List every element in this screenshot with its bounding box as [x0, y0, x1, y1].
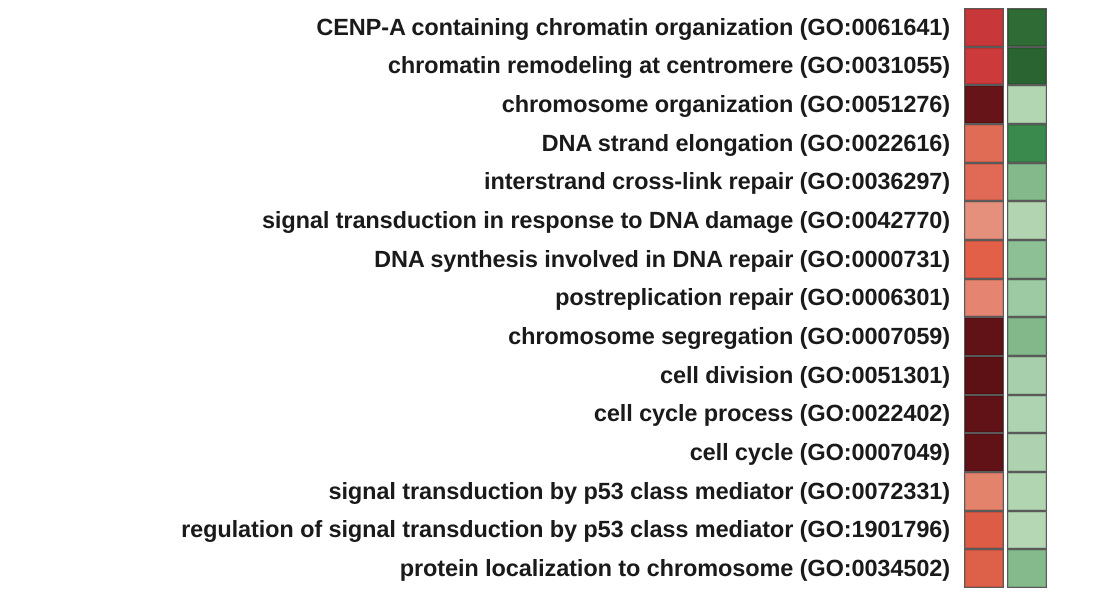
heatmap-row — [962, 317, 1048, 357]
heatmap-row — [962, 8, 1048, 47]
heatmap-cell-column-2-green — [1006, 85, 1047, 125]
go-term-label: CENP-A containing chromatin organization… — [316, 13, 950, 40]
heatmap-row — [962, 46, 1048, 86]
heatmap-cell-column-1-red — [963, 85, 1004, 125]
heatmap-cell-column-2-green — [1006, 433, 1047, 473]
go-term-row: postreplication repair (GO:0006301) — [0, 279, 950, 318]
heatmap-row — [962, 278, 1048, 318]
go-term-label: cell cycle (GO:0007049) — [689, 438, 950, 465]
go-term-row: DNA synthesis involved in DNA repair (GO… — [0, 240, 950, 279]
go-term-row: chromatin remodeling at centromere (GO:0… — [0, 47, 950, 86]
heatmap-cell-column-2-green — [1006, 46, 1047, 86]
heatmap-cell-column-2-green — [1006, 317, 1047, 357]
heatmap-cell-column-2-green — [1006, 8, 1047, 47]
heatmap-cell-column-1-red — [963, 472, 1004, 511]
heatmap-cell-column-1-red — [963, 201, 1004, 241]
heatmap-cell-column-2-green — [1006, 394, 1047, 434]
heatmap-cell-column-1-red — [963, 356, 1004, 395]
heatmap-row — [962, 124, 1048, 163]
heatmap-cell-column-2-green — [1006, 472, 1047, 511]
go-term-row: interstrand cross-link repair (GO:003629… — [0, 163, 950, 202]
go-term-label: postreplication repair (GO:0006301) — [555, 284, 950, 311]
heatmap-row — [962, 510, 1048, 550]
go-term-label: regulation of signal transduction by p53… — [181, 516, 950, 543]
go-term-label: DNA synthesis involved in DNA repair (GO… — [374, 245, 950, 272]
heatmap-cell-column-1-red — [963, 124, 1004, 163]
go-term-label: cell division (GO:0051301) — [660, 361, 950, 388]
heatmap-cell-column-2-green — [1006, 201, 1047, 241]
heatmap-cell-column-1-red — [963, 510, 1004, 550]
heatmap-row — [962, 240, 1048, 279]
heatmap-cell-column-1-red — [963, 162, 1004, 202]
go-term-row: cell cycle process (GO:0022402) — [0, 395, 950, 434]
go-term-row: protein localization to chromosome (GO:0… — [0, 549, 950, 588]
go-term-row: chromosome segregation (GO:0007059) — [0, 317, 950, 356]
heatmap-cell-column-1-red — [963, 46, 1004, 86]
go-term-label: cell cycle process (GO:0022402) — [593, 400, 950, 427]
heatmap-row — [962, 162, 1048, 202]
go-term-label: chromosome segregation (GO:0007059) — [508, 322, 950, 349]
heatmap-cell-column-1-red — [963, 394, 1004, 434]
go-term-label: chromatin remodeling at centromere (GO:0… — [387, 52, 950, 79]
heatmap-row — [962, 85, 1048, 125]
heatmap-row — [962, 433, 1048, 473]
heatmap-row — [962, 394, 1048, 434]
heatmap-cell-column-1-red — [963, 317, 1004, 357]
heatmap-cell-column-1-red — [963, 8, 1004, 47]
go-term-row: cell division (GO:0051301) — [0, 356, 950, 395]
heatmap-row — [962, 472, 1048, 511]
heatmap-row — [962, 356, 1048, 395]
heatmap-row — [962, 201, 1048, 241]
heatmap-row — [962, 549, 1048, 589]
go-term-row: cell cycle (GO:0007049) — [0, 433, 950, 472]
heatmap-cell-column-2-green — [1006, 240, 1047, 279]
go-term-row: signal transduction by p53 class mediato… — [0, 472, 951, 511]
go-term-row: CENP-A containing chromatin organization… — [0, 8, 950, 47]
go-term-label: DNA strand elongation (GO:0022616) — [541, 129, 950, 156]
heatmap-cell-column-2-green — [1006, 549, 1047, 589]
heatmap-cell-column-1-red — [963, 549, 1004, 589]
go-term-row: regulation of signal transduction by p53… — [0, 511, 950, 550]
go-term-label-column: CENP-A containing chromatin organization… — [0, 8, 950, 588]
heatmap-cell-column-2-green — [1006, 278, 1047, 318]
go-term-label: signal transduction in response to DNA d… — [261, 206, 950, 233]
go-term-row: signal transduction in response to DNA d… — [0, 201, 950, 240]
heatmap-cell-column-1-red — [963, 240, 1004, 279]
heatmap-cell-column-2-green — [1006, 162, 1047, 202]
heatmap-grid — [962, 8, 1048, 589]
go-term-row: chromosome organization (GO:0051276) — [0, 85, 950, 124]
go-term-label: signal transduction by p53 class mediato… — [328, 477, 951, 504]
go-term-label: interstrand cross-link repair (GO:003629… — [484, 168, 950, 195]
heatmap-cell-column-1-red — [963, 278, 1004, 318]
go-term-label: protein localization to chromosome (GO:0… — [399, 554, 950, 581]
go-term-label: chromosome organization (GO:0051276) — [501, 90, 950, 117]
go-term-row: DNA strand elongation (GO:0022616) — [0, 124, 950, 163]
heatmap-cell-column-2-green — [1006, 510, 1047, 550]
heatmap-cell-column-1-red — [963, 433, 1004, 473]
heatmap-cell-column-2-green — [1006, 124, 1047, 163]
heatmap-cell-column-2-green — [1006, 356, 1047, 395]
